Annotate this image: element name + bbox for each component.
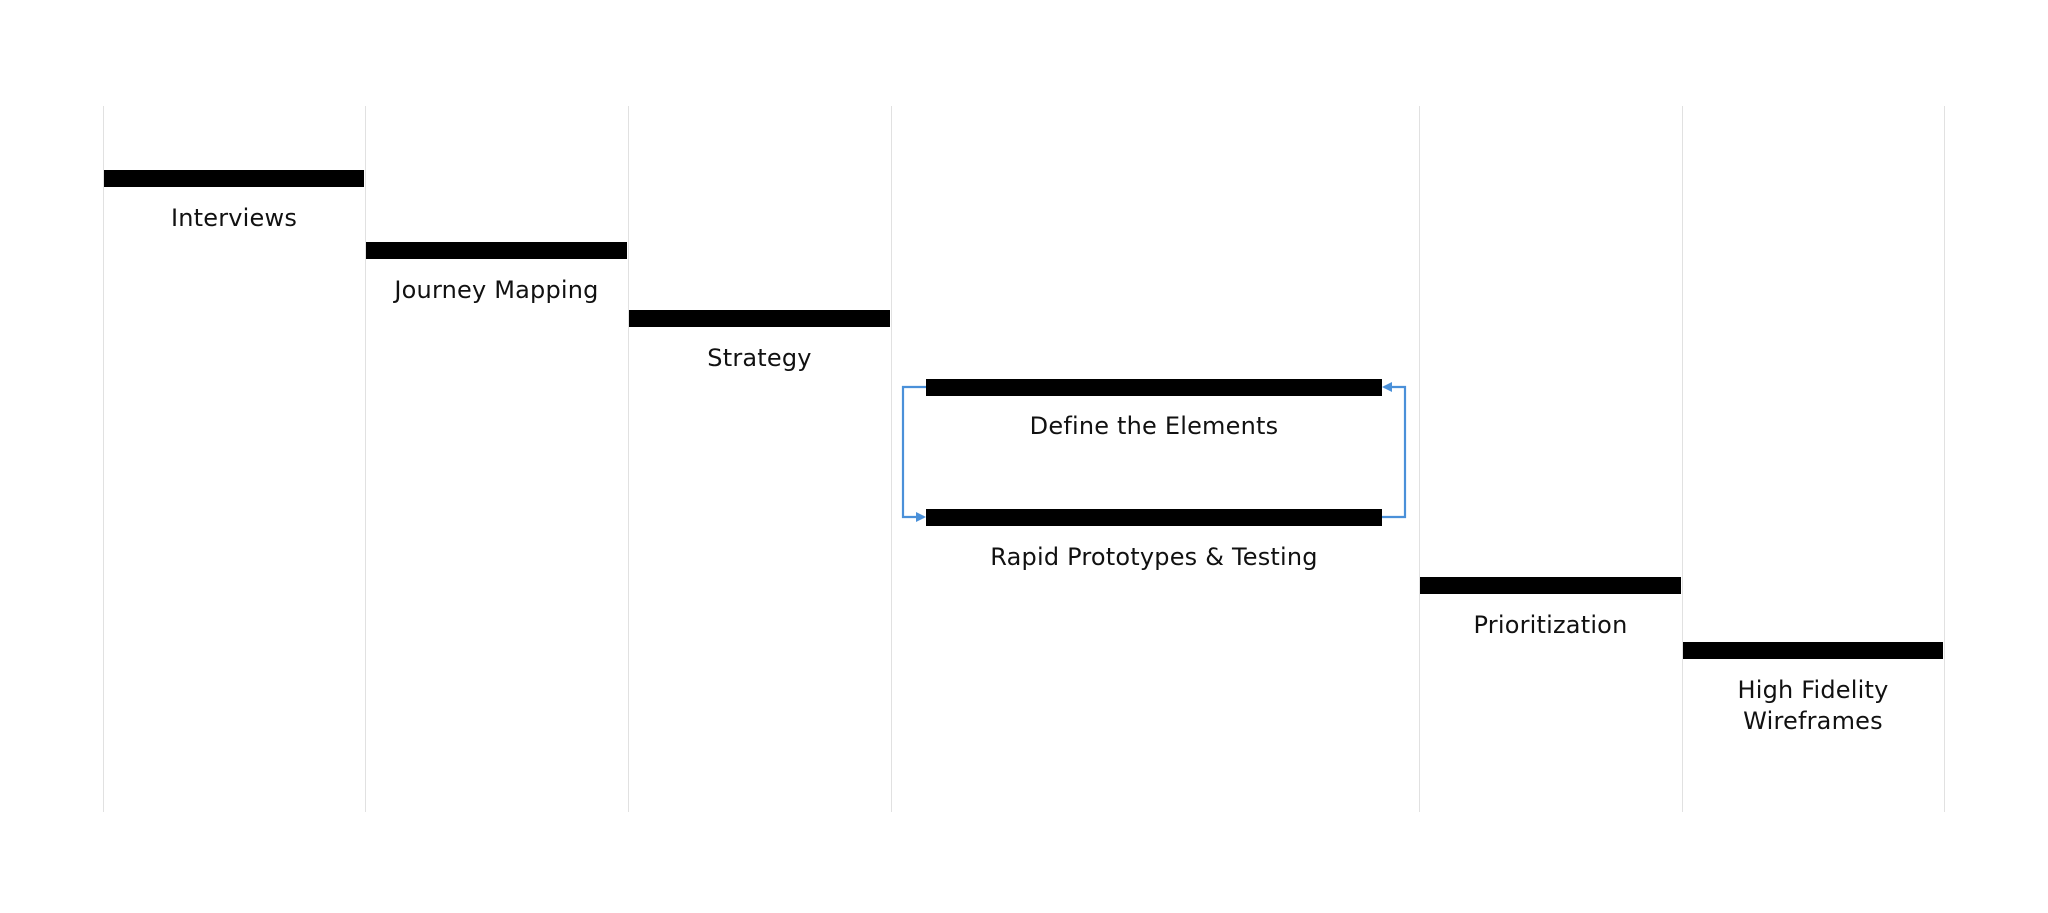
column-gridline — [1682, 106, 1683, 812]
bar-high-fidelity — [1683, 642, 1943, 659]
column-gridline — [1419, 106, 1420, 812]
column-gridline — [365, 106, 366, 812]
loop-arrow-left — [901, 385, 926, 522]
column-gridline — [1944, 106, 1945, 812]
label-high-fidelity: High Fidelity Wireframes — [1683, 675, 1943, 737]
bar-define-elements — [926, 379, 1382, 396]
bar-prioritization — [1420, 577, 1681, 594]
bar-rapid-prototypes — [926, 509, 1382, 526]
label-high-fidelity-line-2: Wireframes — [1743, 707, 1883, 735]
label-journey-mapping: Journey Mapping — [394, 276, 599, 304]
column-gridline — [628, 106, 629, 812]
bar-interviews — [104, 170, 364, 187]
label-strategy: Strategy — [707, 344, 812, 372]
column-gridline — [103, 106, 104, 812]
bar-journey-mapping — [366, 242, 627, 259]
bar-strategy — [629, 310, 890, 327]
label-high-fidelity-line-1: High Fidelity — [1737, 676, 1889, 704]
label-rapid-prototypes: Rapid Prototypes & Testing — [990, 543, 1318, 571]
loop-arrow-right — [1382, 382, 1407, 519]
column-gridline — [891, 106, 892, 812]
label-interviews: Interviews — [170, 204, 298, 232]
label-prioritization: Prioritization — [1473, 611, 1628, 639]
label-define-elements: Define the Elements — [1029, 412, 1279, 440]
